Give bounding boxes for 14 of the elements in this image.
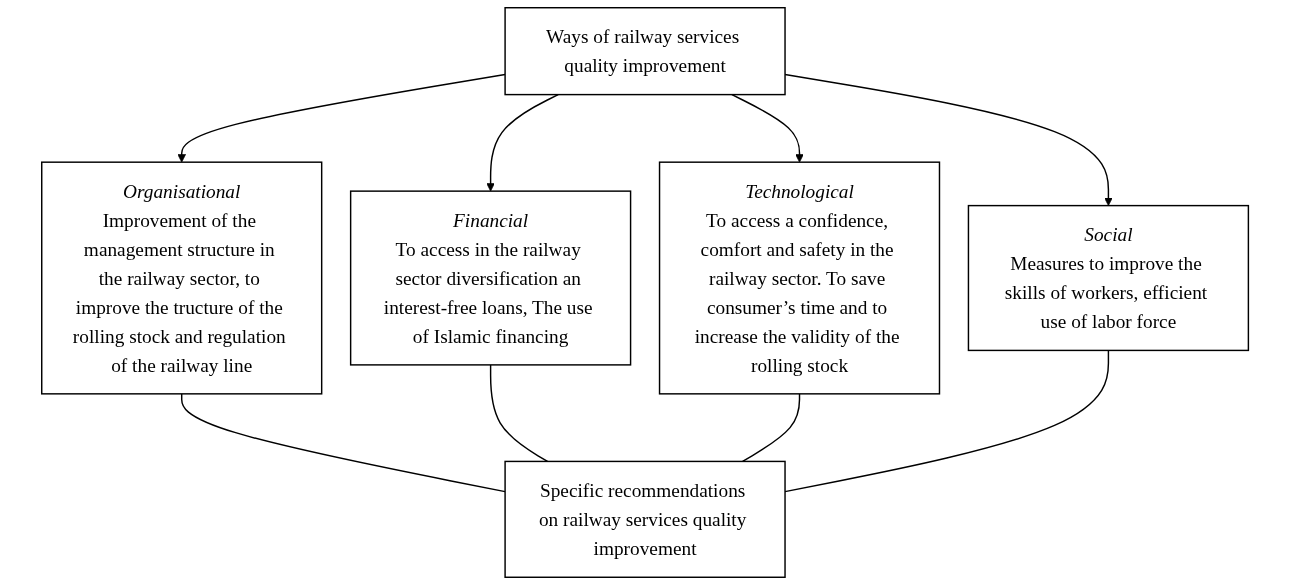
connector [489, 364, 549, 463]
node-box: Specific recommendations on railway services quality improvement [504, 460, 786, 578]
node-box: Organisational Improvement of the management structure in the railway sector, to improve the tructure of the rolling stock and regulation of the railway line [40, 161, 323, 395]
node-box: Ways of railway services quality improvement [504, 7, 786, 96]
arrow [486, 93, 559, 192]
arrow [177, 73, 506, 163]
arrow [731, 93, 804, 163]
node-box: Technological To access a confidence, comfort and safety in the railway sector. To save consumer’s time and to increase the validity of the rolling stock [658, 161, 941, 395]
node-box: Social Measures to improve the skills of workers, efficient use of labor force [967, 204, 1250, 352]
node-box: Financial To access in the railway sector diversification an interest-free loans, The use of Islamic financing [349, 190, 632, 366]
arrow [784, 73, 1113, 206]
connector [180, 393, 506, 493]
connector [741, 393, 801, 463]
connector [784, 349, 1110, 493]
